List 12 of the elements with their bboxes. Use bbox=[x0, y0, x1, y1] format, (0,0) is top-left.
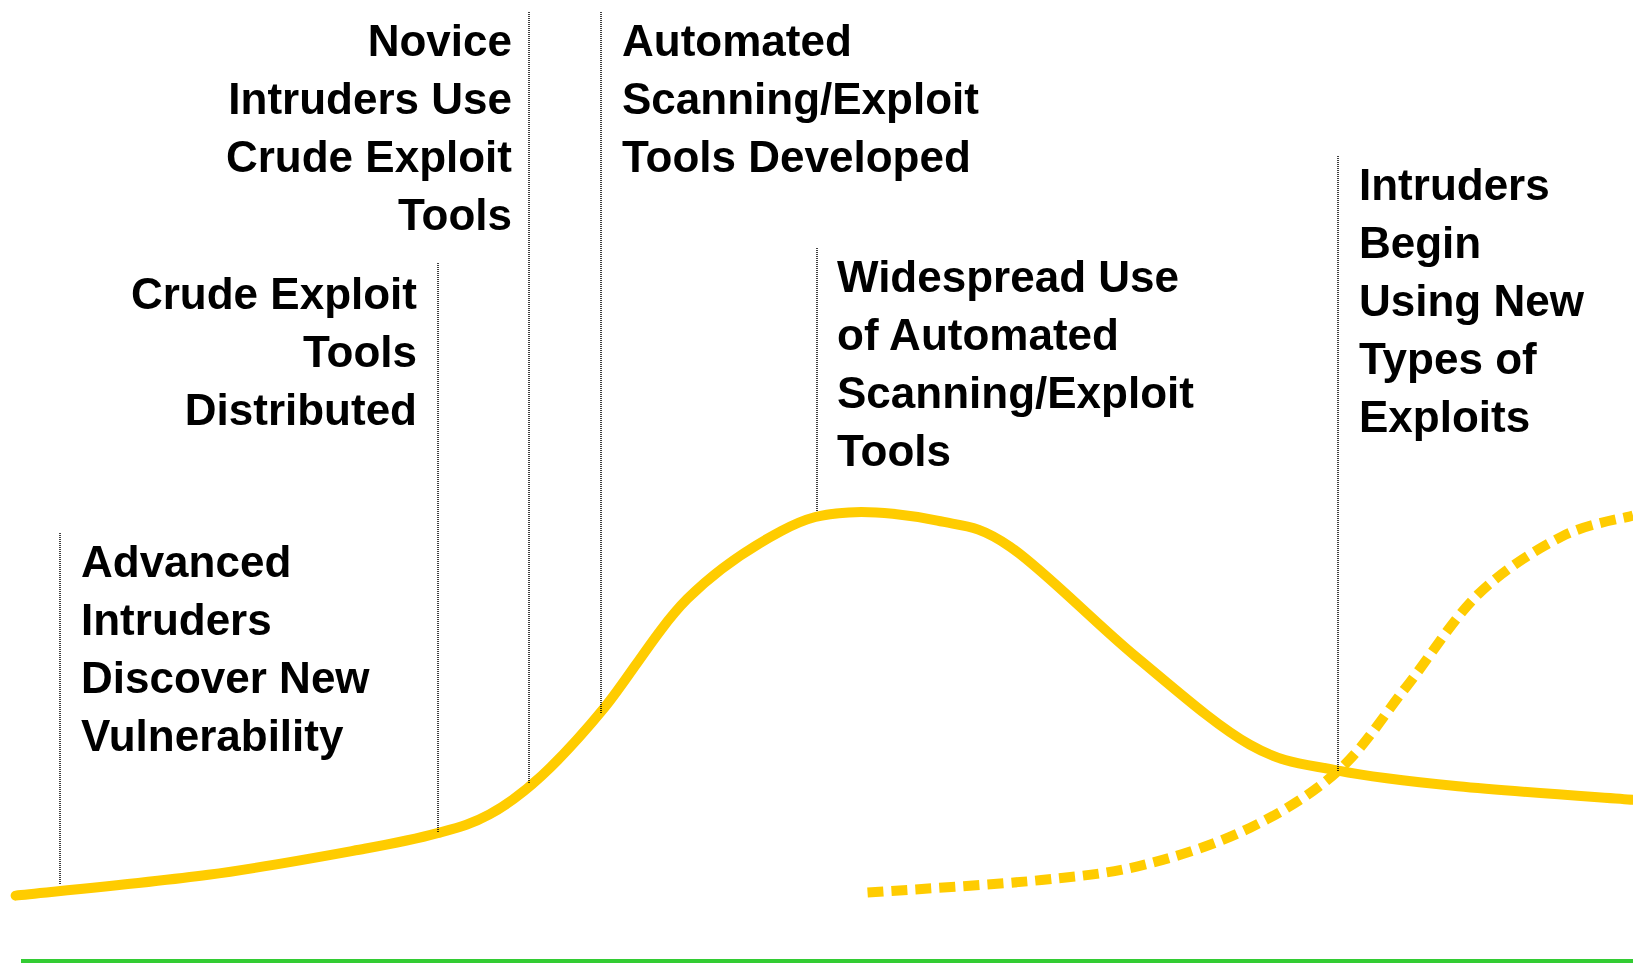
annotation-text: Automated Scanning/Exploit Tools Developed bbox=[622, 12, 1022, 186]
annotation-text: Crude Exploit Tools Distributed bbox=[100, 265, 417, 439]
annotation-text: Novice Intruders Use Crude Exploit Tools bbox=[172, 12, 512, 244]
annotation-text: Advanced Intruders Discover New Vulnerability bbox=[81, 533, 396, 765]
annotation-text: Intruders Begin Using New Types of Exploits bbox=[1359, 156, 1609, 446]
leader-line bbox=[816, 247, 818, 513]
annotation-text: Widespread Use of Automated Scanning/Exploit Tools bbox=[837, 248, 1202, 480]
leader-line bbox=[1337, 155, 1339, 772]
leader-line bbox=[59, 532, 61, 886]
leader-line bbox=[437, 262, 439, 834]
leader-line bbox=[528, 11, 530, 784]
leader-line bbox=[600, 11, 602, 714]
